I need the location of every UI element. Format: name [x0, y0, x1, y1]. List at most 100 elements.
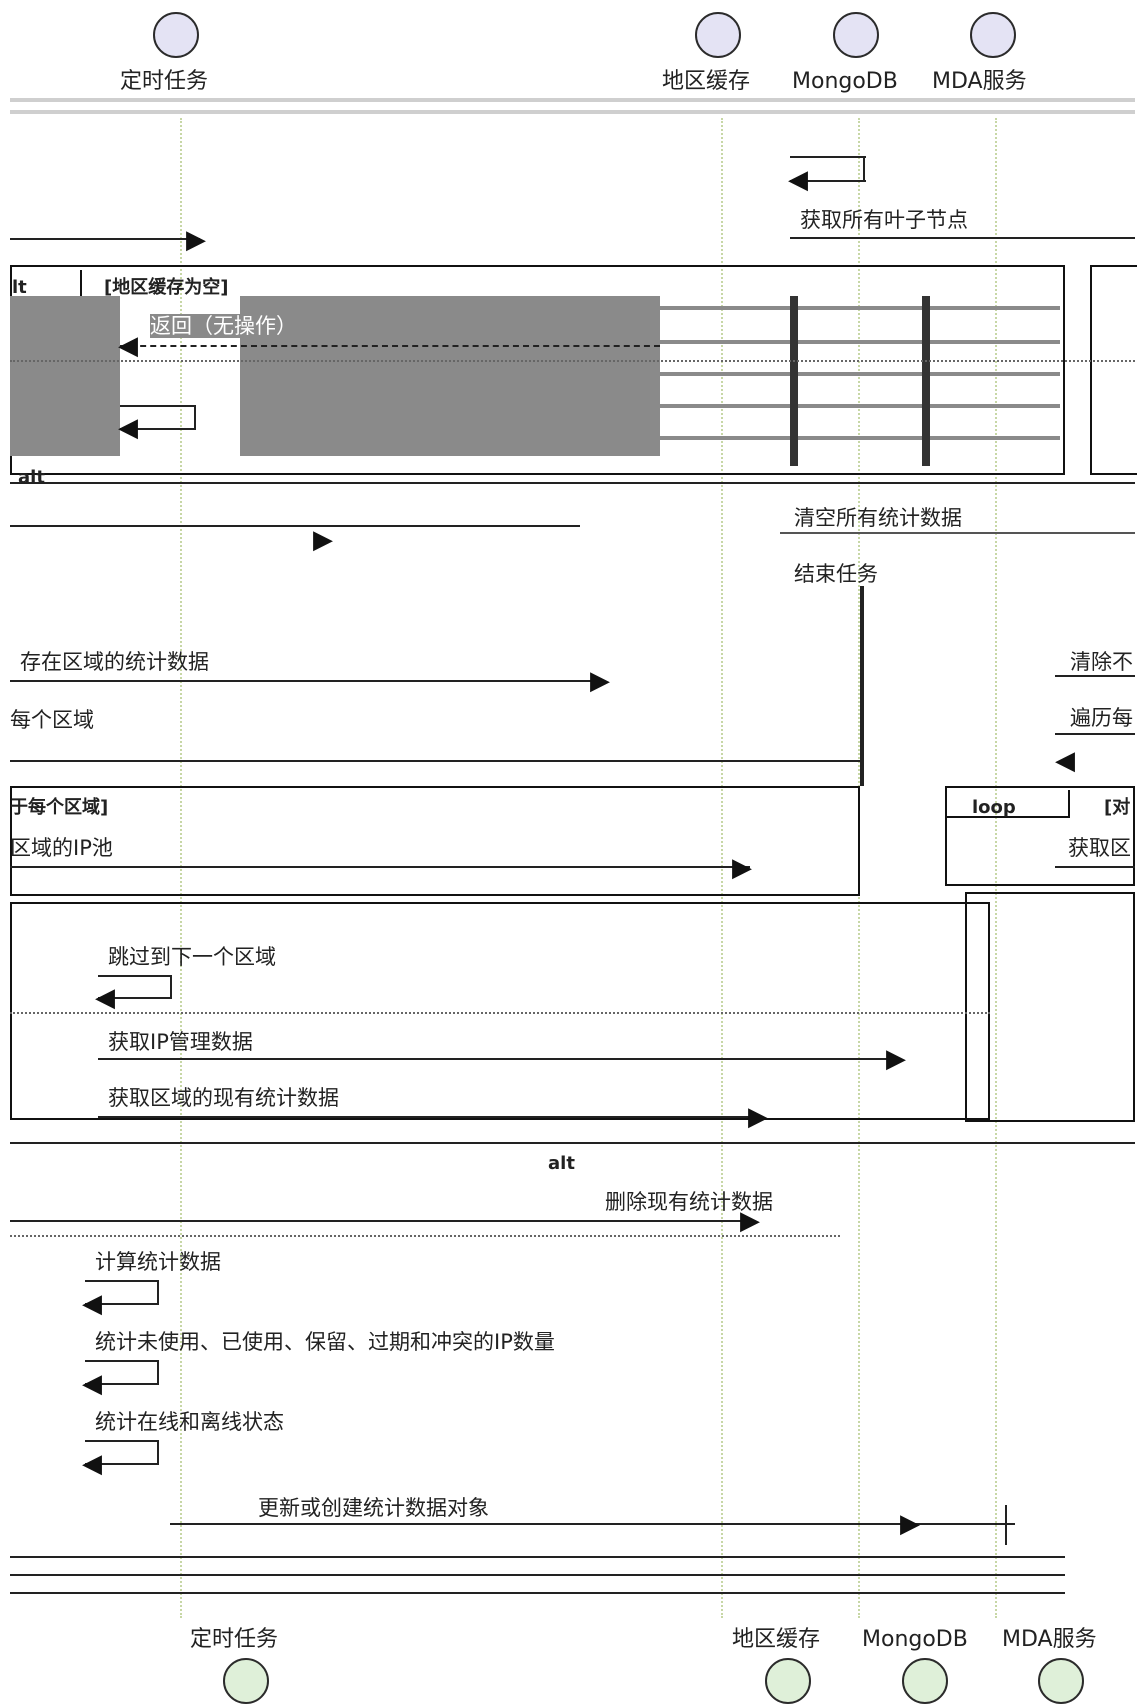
participant-footer-region-cache: 地区缓存 — [732, 1627, 821, 1652]
alt-separator — [10, 1012, 990, 1014]
message-line — [780, 532, 1135, 534]
self-call-arrow — [120, 405, 196, 407]
self-call-arrow — [790, 180, 866, 182]
alt-frame-label: alt — [548, 1153, 575, 1174]
occluded-region — [10, 296, 120, 456]
message-return-noop: 返回（无操作） — [150, 314, 297, 338]
loop-frame — [945, 786, 1135, 886]
participant-footer-mda-service: MDA服务 — [1002, 1627, 1097, 1652]
alt-frame — [1090, 265, 1137, 475]
arrowhead: ▶ — [186, 225, 206, 255]
alt-frame-label: alt — [18, 467, 45, 488]
header-band — [10, 110, 1135, 114]
message-line — [10, 866, 750, 868]
message-get-leaf-nodes: 获取所有叶子节点 — [800, 208, 968, 232]
participant-label-mongodb: MongoDB — [792, 69, 898, 94]
arrowhead: ◀ — [82, 1449, 102, 1479]
header-band — [10, 98, 1135, 102]
message-line — [1055, 733, 1135, 735]
self-call-arrow — [85, 1463, 159, 1465]
arrowhead: ◀ — [95, 983, 115, 1013]
alt-separator — [10, 360, 1135, 362]
frame-edge — [10, 1592, 1065, 1594]
message-clear-absent-right: 清除不 — [1070, 650, 1133, 674]
message-end-task: 结束任务 — [794, 562, 878, 586]
participant-label-mda-service: MDA服务 — [932, 69, 1027, 94]
participant-foot-scheduled-task — [223, 1658, 269, 1704]
message-line — [98, 1058, 898, 1060]
activation-bar — [860, 586, 864, 786]
message-iterate-regions: 每个区域 — [10, 708, 94, 732]
participant-foot-mda-service — [1038, 1658, 1084, 1704]
message-line — [10, 680, 605, 682]
frame-edge — [10, 482, 1135, 484]
self-call-arrow — [157, 1440, 159, 1465]
self-call-arrow — [157, 1360, 159, 1385]
self-call-arrow — [85, 1383, 159, 1385]
message-line — [1055, 866, 1135, 868]
message-line — [98, 1116, 763, 1118]
participant-head-mongodb — [833, 12, 879, 58]
self-call-arrow — [170, 975, 172, 999]
message-line — [10, 238, 200, 240]
message-skip-to-next-region: 跳过到下一个区域 — [108, 945, 276, 969]
lifeline-region-cache — [721, 118, 723, 1618]
activation-bar — [1005, 1505, 1007, 1545]
lifeline-mda-service — [995, 118, 997, 1618]
loop-frame-tab — [945, 790, 1070, 818]
participant-footer-scheduled-task: 定时任务 — [190, 1627, 279, 1652]
arrowhead: ▶ — [886, 1044, 906, 1074]
participant-footer-mongodb: MongoDB — [862, 1627, 968, 1652]
self-call-arrow — [157, 1280, 159, 1305]
alt-separator — [10, 1235, 840, 1237]
message-get-ip-management: 获取IP管理数据 — [108, 1030, 253, 1054]
message-get-ip-pool-right: 获取区 — [1068, 836, 1131, 860]
self-call-arrow — [863, 156, 865, 182]
loop-guard: 于每个区域] — [10, 797, 109, 818]
message-line — [170, 1523, 1015, 1525]
arrowhead: ▶ — [740, 1206, 760, 1236]
arrowhead: ◀ — [1055, 746, 1075, 776]
participant-head-mda-service — [970, 12, 1016, 58]
message-line — [790, 237, 1135, 239]
arrowhead: ▶ — [590, 666, 610, 696]
frame-edge — [10, 1142, 1135, 1144]
participant-label-scheduled-task: 定时任务 — [120, 69, 209, 94]
message-get-existing-stats: 获取区域的现有统计数据 — [108, 1086, 339, 1110]
participant-foot-region-cache — [765, 1658, 811, 1704]
arrowhead: ▶ — [313, 525, 333, 555]
stripe — [660, 404, 1060, 408]
self-call-arrow — [85, 1440, 159, 1442]
occluded-region — [240, 296, 660, 456]
arrowhead: ◀ — [82, 1369, 102, 1399]
message-line — [10, 525, 580, 527]
stripe — [660, 340, 1060, 344]
arrowhead: ▶ — [900, 1509, 920, 1539]
frame-edge — [10, 1574, 1065, 1576]
lifeline-scheduled-task — [180, 118, 182, 1618]
stripe — [660, 436, 1060, 440]
loop-guard-right: [对 — [1104, 797, 1131, 818]
loop-frame — [10, 786, 860, 896]
self-call-arrow — [85, 1280, 159, 1282]
participant-head-scheduled-task — [153, 12, 199, 58]
message-update-or-create-stats: 更新或创建统计数据对象 — [258, 1496, 489, 1520]
message-count-ip-states: 统计未使用、已使用、保留、过期和冲突的IP数量 — [95, 1330, 555, 1354]
arrowhead: ◀ — [788, 165, 808, 195]
activation-bar — [922, 296, 930, 466]
self-call-arrow — [98, 997, 172, 999]
arrowhead: ▶ — [748, 1102, 768, 1132]
frame-edge — [10, 1556, 1065, 1558]
message-clear-absent-region-stats: 存在区域的统计数据 — [20, 650, 209, 674]
message-clear-all-stats: 清空所有统计数据 — [794, 506, 962, 530]
message-line — [1055, 675, 1135, 677]
arrowhead: ◀ — [82, 1289, 102, 1319]
message-iterate-regions-right: 遍历每 — [1070, 706, 1133, 730]
arrowhead: ◀ — [118, 331, 138, 361]
message-get-ip-pool: 区域的IP池 — [10, 836, 113, 860]
message-line — [10, 760, 860, 762]
stripe — [660, 372, 1060, 376]
self-call-arrow — [98, 975, 172, 977]
return-line — [120, 345, 660, 347]
